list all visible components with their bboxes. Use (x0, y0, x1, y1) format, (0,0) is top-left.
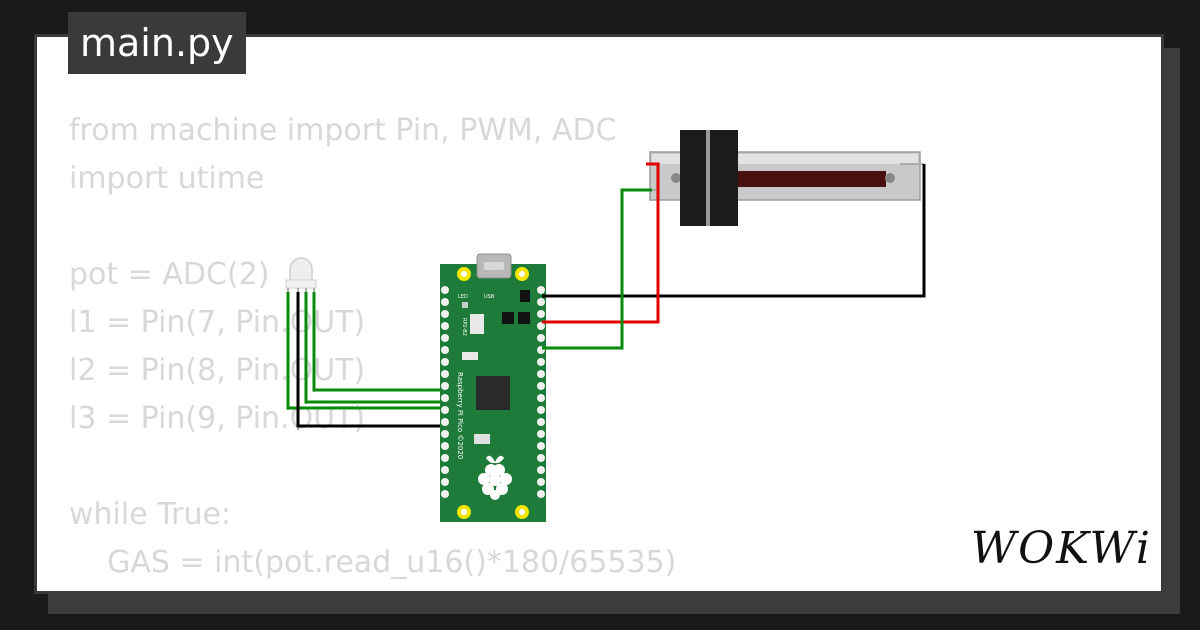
wire-green-2 (304, 292, 442, 404)
led-wires (286, 292, 442, 428)
wire-green-pot (542, 188, 652, 350)
wokwi-logo: WOKWi (970, 523, 1152, 574)
slide-potentiometer[interactable] (646, 130, 924, 226)
wire-black-led (296, 292, 442, 428)
pico-led-label: LED (458, 294, 468, 300)
wire-black-pot (542, 164, 926, 298)
pico-board[interactable]: LED USB RP2-B2 Raspberry Pi Pico ©2020 (440, 253, 546, 522)
pico-pins-left (441, 286, 449, 498)
rgb-led[interactable] (285, 257, 317, 430)
file-tab[interactable]: main.py (68, 12, 246, 74)
wire-green-1 (312, 292, 442, 392)
pico-mount-holes (457, 267, 529, 519)
pico-usb-label: USB (484, 294, 495, 300)
wire-green-3 (286, 292, 442, 410)
pot-wires (542, 162, 926, 350)
wire-red-pot (542, 162, 660, 324)
pico-pins-right (537, 286, 545, 498)
pico-board-name: Raspberry Pi Pico ©2020 (456, 372, 464, 459)
pico-chip-label: RP2-B2 (461, 318, 467, 336)
raspberry-logo-icon (478, 455, 512, 500)
